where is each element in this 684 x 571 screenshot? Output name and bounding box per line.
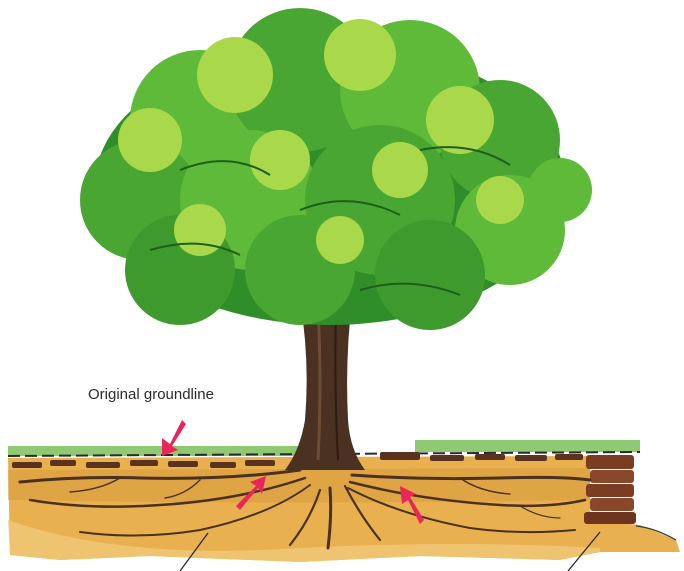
canopy — [80, 8, 592, 330]
soil — [8, 456, 680, 562]
trunk — [285, 300, 365, 470]
original-groundline-label: Original groundline — [88, 386, 214, 403]
